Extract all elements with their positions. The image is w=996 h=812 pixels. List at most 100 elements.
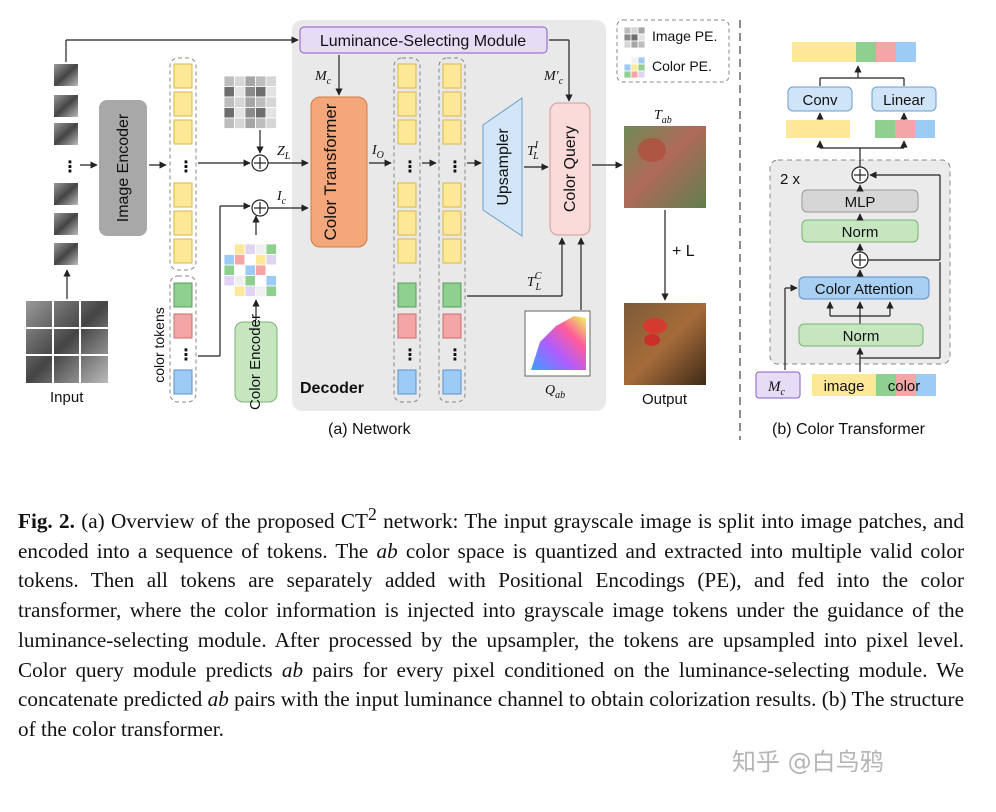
caption-part1: (a) Overview of the proposed CT <box>81 509 368 534</box>
image-encoder-label: Image Encoder <box>115 113 132 222</box>
pe-cell <box>255 275 267 287</box>
color-encoder-label: Color Encoder <box>247 314 264 410</box>
pe-cell <box>234 264 246 276</box>
ic-label: Ic <box>276 189 287 207</box>
output-label: Output <box>642 391 688 408</box>
pe-cell <box>255 285 267 297</box>
pe-cell <box>255 264 267 276</box>
pe-cell <box>623 26 632 35</box>
pe-cell <box>255 243 267 255</box>
input-label: Input <box>50 389 84 406</box>
decoder-token-column-2: ⋮ ⋮ <box>438 57 466 403</box>
pe-cell <box>630 33 639 42</box>
color-query-block <box>549 102 591 236</box>
color-pe-icon <box>623 56 646 79</box>
svg-text:⋮: ⋮ <box>402 159 418 176</box>
pe-cell <box>223 117 235 129</box>
pe-cell <box>244 75 256 87</box>
pe-cell <box>234 86 246 98</box>
pe-cell <box>234 107 246 119</box>
pe-cell <box>265 254 277 266</box>
pe-cell <box>265 86 277 98</box>
image-pe-icon <box>623 26 646 49</box>
pe-cell <box>244 107 256 119</box>
color-token-column: ⋮ <box>169 275 197 403</box>
caption-part3: color space is quantized and extracted i… <box>18 538 965 682</box>
image-encoder-block <box>99 100 147 236</box>
pe-cell <box>637 33 646 42</box>
zl-label: ZL <box>277 144 291 162</box>
caption-ab-1: ab <box>376 538 398 563</box>
b-input-image-token <box>812 374 876 396</box>
b-input-color-label: color <box>888 378 921 395</box>
b-color-token-bar <box>875 120 935 138</box>
b-norm-label-bottom: Norm <box>843 328 880 345</box>
color-query-label: Color Query <box>562 126 579 212</box>
b-plus-node-top <box>851 166 869 184</box>
pe-cell <box>637 26 646 35</box>
luminance-selecting-module <box>299 26 548 54</box>
color-pe-grid <box>223 243 277 297</box>
pe-cell <box>630 40 639 49</box>
pe-cell <box>234 117 246 129</box>
svg-text:⋮: ⋮ <box>402 347 418 364</box>
predicted-ab-image <box>624 126 706 208</box>
network-caption: (a) Network <box>328 421 412 438</box>
b-input-image-label: image <box>824 378 865 395</box>
pe-cell <box>255 254 267 266</box>
pe-cell <box>265 75 277 87</box>
pe-cell <box>630 26 639 35</box>
image-token-column: ⋮ <box>169 57 197 271</box>
b-input-color-token <box>876 374 936 396</box>
pe-cell <box>255 117 267 129</box>
plus-node-ic <box>251 199 269 217</box>
pe-cell <box>265 117 277 129</box>
pe-cell <box>244 86 256 98</box>
pe-cell <box>623 63 632 72</box>
output-colorized-image <box>624 303 706 385</box>
pe-cell <box>223 107 235 119</box>
figure: Decoder ⋮ Input Image Encoder ⋮ color to… <box>26 19 951 440</box>
caption-part5: pairs with the input luminance channel t… <box>18 687 964 741</box>
mc-label: Mc <box>314 69 332 87</box>
b-caption: (b) Color Transformer <box>772 421 926 438</box>
pe-cell <box>223 96 235 108</box>
pe-cell <box>244 117 256 129</box>
b-output-token-bar <box>792 42 916 62</box>
pe-cell <box>223 243 235 255</box>
pe-cell <box>223 75 235 87</box>
upsampler-block <box>482 97 523 237</box>
qab-palette <box>524 310 591 377</box>
b-norm-block-bottom <box>798 323 924 347</box>
pe-cell <box>265 243 277 255</box>
pe-cell <box>223 254 235 266</box>
image-pe-grid <box>223 75 277 129</box>
pe-cell <box>244 96 256 108</box>
caption-part2: network: The input grayscale image is sp… <box>18 509 964 563</box>
svg-text:⋮: ⋮ <box>62 159 78 176</box>
pe-cell <box>637 40 646 49</box>
b-plus-node-mid <box>851 251 869 269</box>
caption-ab-2: ab <box>281 657 304 682</box>
pe-cell <box>234 285 246 297</box>
pe-cell <box>234 243 246 255</box>
color-transformer-label: Color Transformer <box>321 103 340 240</box>
pe-cell <box>637 56 646 65</box>
color-tokens-label: color tokens <box>151 307 167 382</box>
input-patch-stack: ⋮ <box>54 64 78 265</box>
pe-cell <box>223 285 235 297</box>
pe-cell <box>630 56 639 65</box>
pe-cell <box>234 275 246 287</box>
pe-cell <box>244 243 256 255</box>
pe-cell <box>265 107 277 119</box>
b-norm-label-top: Norm <box>842 224 879 241</box>
pe-cell <box>255 75 267 87</box>
pe-cell <box>244 285 256 297</box>
figure-caption: Fig. 2. (a) Overview of the proposed CT2… <box>18 500 964 745</box>
io-label: IO <box>371 143 384 161</box>
pe-cell <box>234 96 246 108</box>
b-conv-label: Conv <box>802 92 838 109</box>
pe-cell <box>255 96 267 108</box>
